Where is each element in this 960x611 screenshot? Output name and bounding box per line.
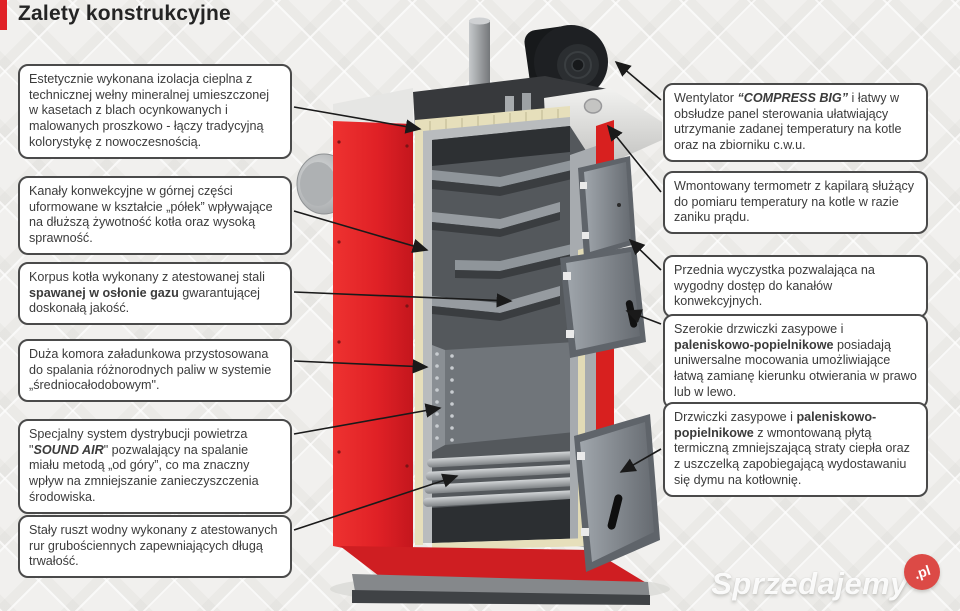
callout-front-cleanout: Przednia wyczystka pozwalająca na wygodn… [663,255,928,319]
callout-thermal-doors: Drzwiczki zasypowe i paleniskowo-popieln… [663,402,928,497]
callout-text: Drzwiczki zasypowe i paleniskowo-popieln… [674,410,910,487]
callout-loading-chamber: Duża komora załadunkowa przystosowana do… [18,339,292,403]
insulation-left [415,120,423,545]
top-left-rim [333,88,413,123]
thermometer-dial [583,98,603,114]
upper-cleanout-door [578,156,636,258]
steel-wall-left [423,131,432,543]
callout-thermometer: Wmontowany termometr z kapilarą służący … [663,171,928,235]
callout-wide-doors: Szerokie drzwiczki zasypowe i paleniskow… [663,314,928,409]
callout-fan-control-panel: Wentylator “COMPRESS BIG” i łatwy w obsł… [663,83,928,162]
callout-text: Przednia wyczystka pozwalająca na wygodn… [674,263,875,309]
callout-text: Wmontowany termometr z kapilarą służący … [674,179,915,225]
callout-text: Duża komora załadunkowa przystosowana do… [29,347,272,393]
callout-text: Korpus kotła wykonany z atestowanej stal… [29,270,265,316]
page-title: Zalety konstrukcyjne [18,2,231,25]
callout-text: Kanały konwekcyjne w górnej części uform… [29,184,273,246]
callout-insulation: Estetycznie wykonana izolacja cieplna z … [18,64,292,159]
red-left-panel [333,121,413,562]
callout-boiler-body: Korpus kotła wykonany z atestowanej stal… [18,262,292,326]
watermark-pl-badge: .pl [904,554,940,590]
ash-door [574,414,660,572]
watermark-tld: .pl [911,561,933,583]
title-accent-bar [0,0,7,30]
loading-door [560,246,646,358]
callout-water-grate: Stały ruszt wodny wykonany z atestowanyc… [18,515,292,579]
arrow-fan [614,60,662,101]
callout-air-distribution: Specjalny system dystrybucji powietrza "… [18,419,292,514]
callout-convection-channels: Kanały konwekcyjne w górnej części uform… [18,176,292,255]
callout-text: Specjalny system dystrybucji powietrza "… [29,427,259,504]
callout-text: Estetycznie wykonana izolacja cieplna z … [29,72,270,149]
callout-text: Wentylator “COMPRESS BIG” i łatwy w obsł… [674,91,902,153]
watermark-name: Sprzedajemy [711,566,908,601]
callout-text: Szerokie drzwiczki zasypowe i paleniskow… [674,322,917,399]
watermark: Sprzedajemy .pl [711,554,940,599]
callout-text: Stały ruszt wodny wykonany z atestowanyc… [29,523,278,569]
